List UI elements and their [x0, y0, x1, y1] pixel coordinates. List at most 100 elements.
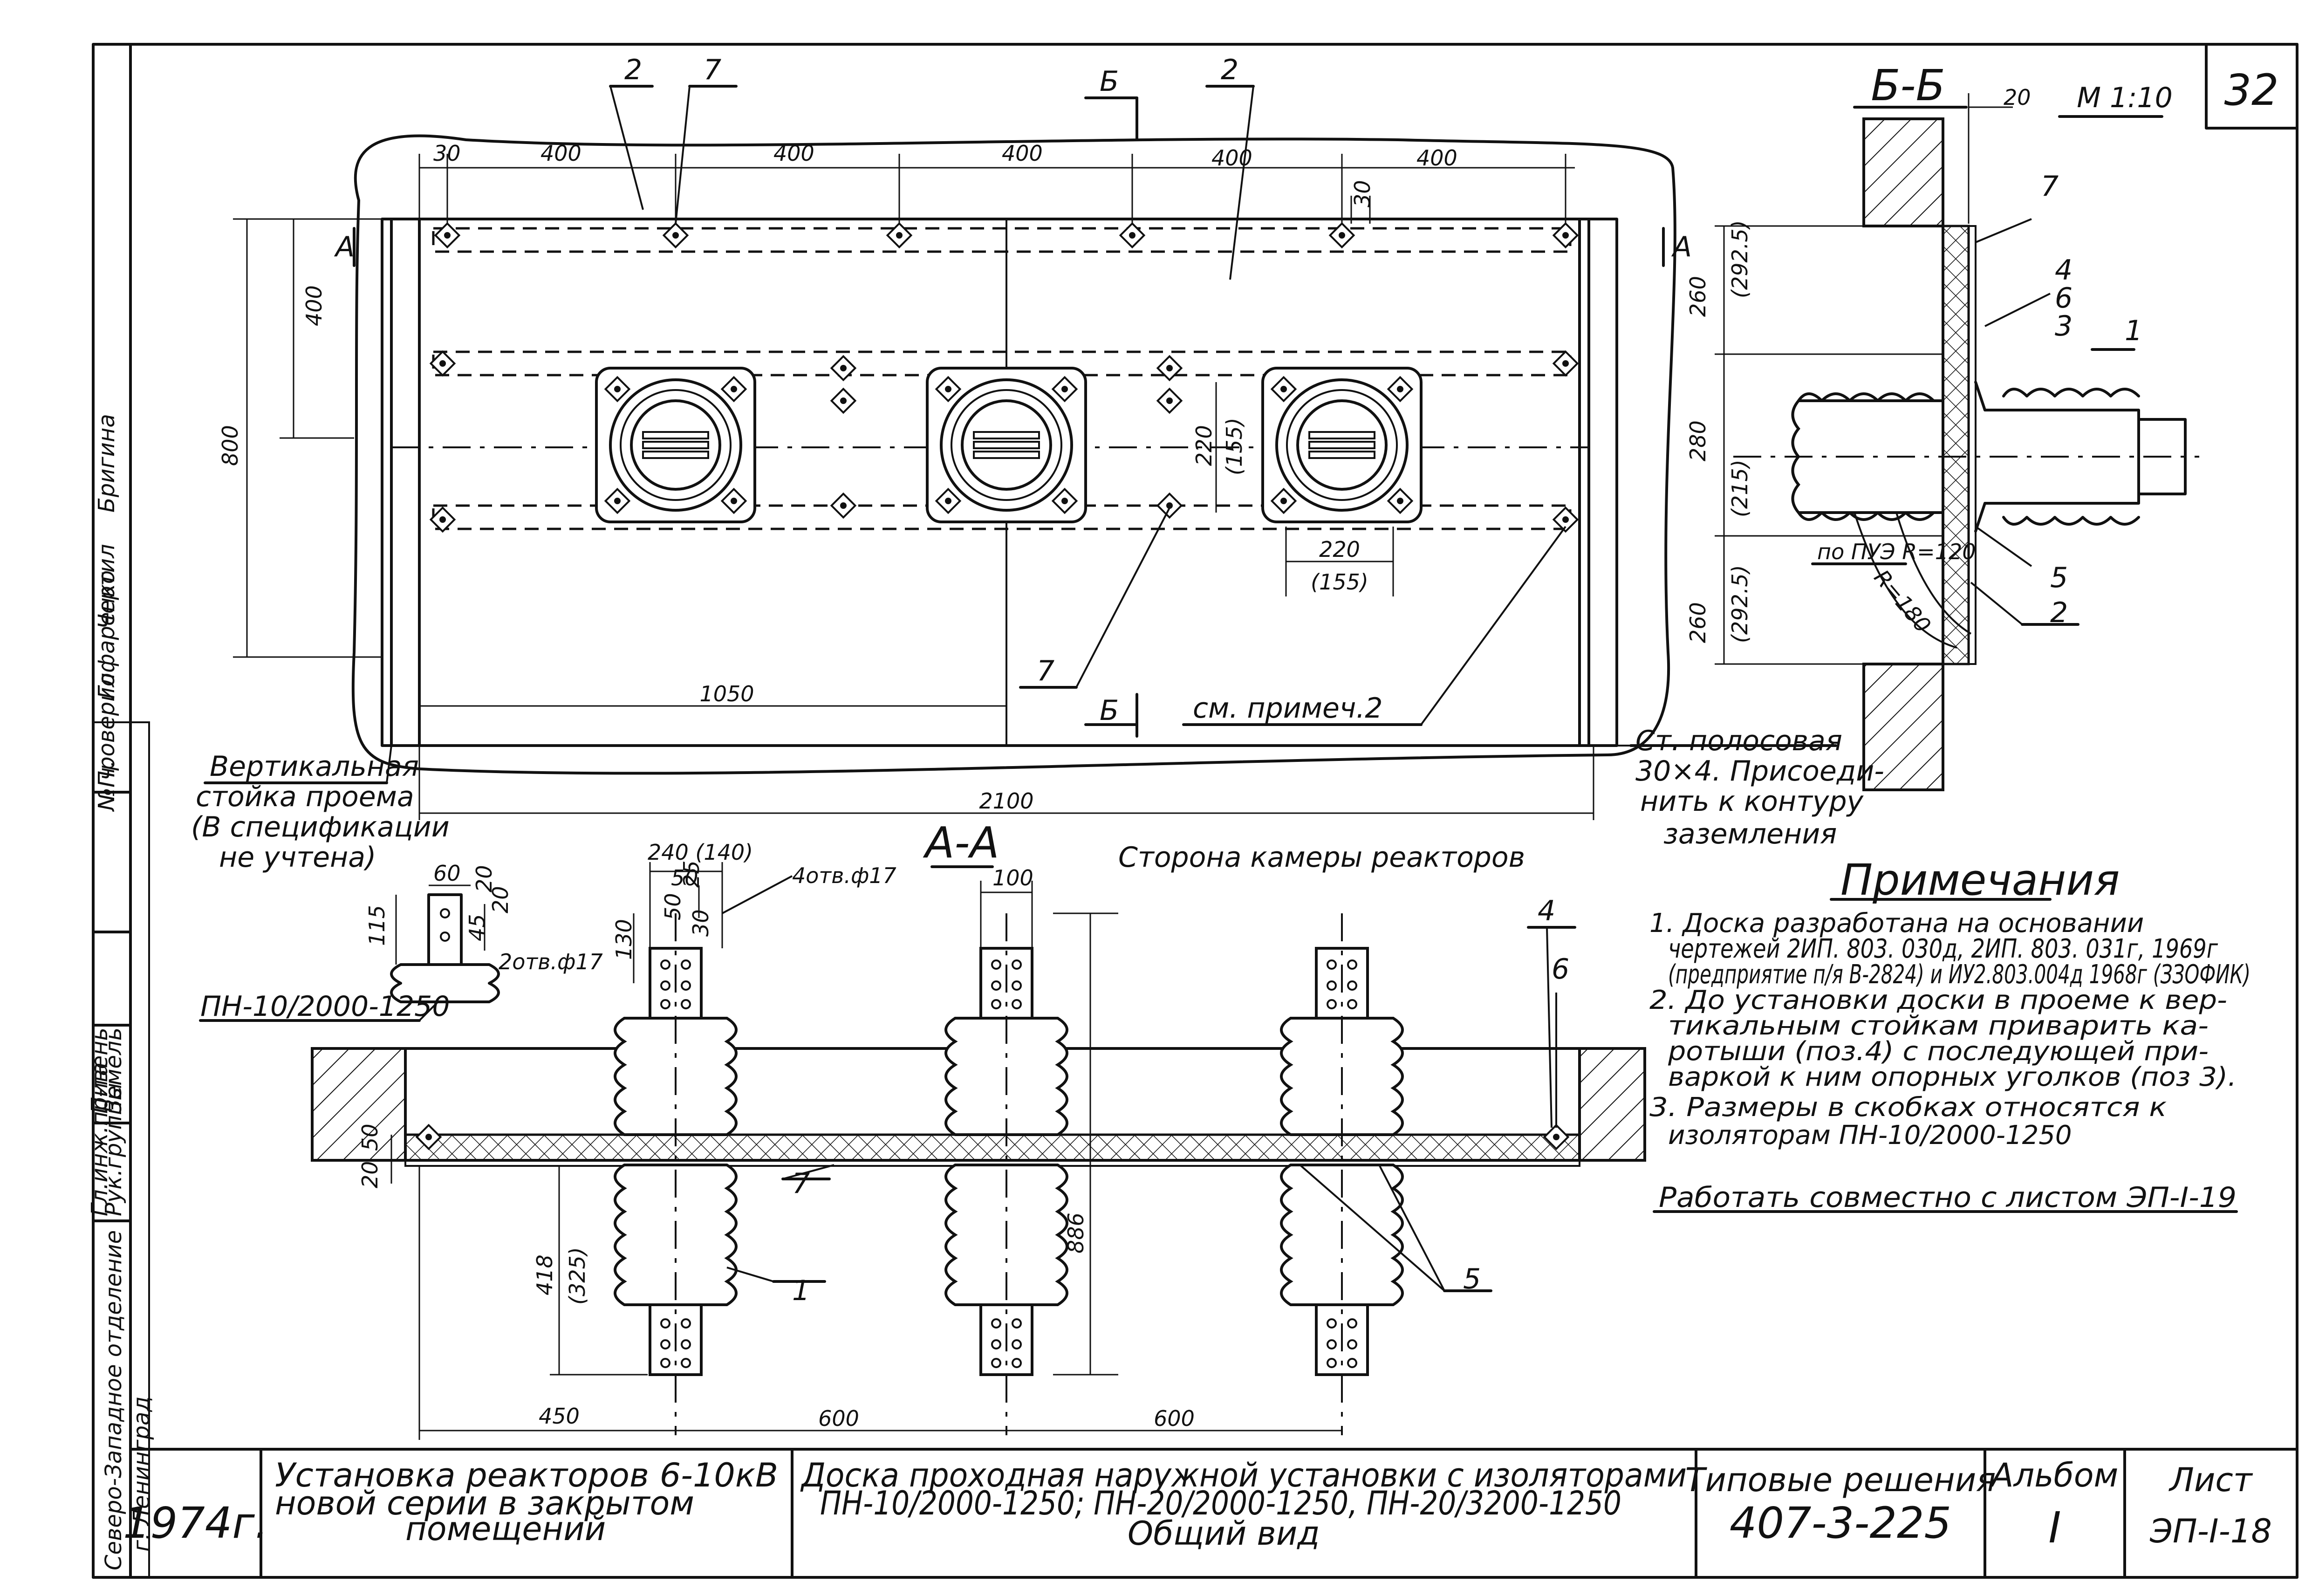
note-line-6: ротыши (поз.4) с последующей при-	[1668, 1036, 2209, 1067]
plan-dim-1050: 1050	[699, 681, 754, 706]
plan-dim-30-left: 30	[433, 141, 461, 166]
bb-callout-1: 1	[2125, 315, 2142, 347]
aa-callout-7: 7	[792, 1167, 810, 1200]
plan-label-left-4: не учтена)	[219, 841, 376, 874]
plan-callout-2-right: 2	[1221, 54, 1238, 86]
section-aa-title: А-А	[923, 818, 999, 868]
notes-title: Примечания	[1840, 855, 2120, 905]
aa-dim-886: 886	[1063, 1212, 1088, 1254]
plan-callout-2-left: 2	[624, 54, 642, 86]
side-role-3: № ч.	[94, 760, 120, 812]
side-role-2: Гл.инж.пр-та	[87, 1062, 113, 1216]
bb-dim-215: (215)	[1727, 459, 1752, 517]
flange-2	[927, 368, 1086, 522]
bb-dim-260-bot: 260	[1685, 602, 1710, 643]
aa-callout-6: 6	[1552, 953, 1569, 986]
plan-dim-400-left: 400	[301, 285, 327, 326]
sheet-corner-number: 32	[2224, 65, 2278, 115]
aa-dim-600-a: 600	[818, 1406, 859, 1431]
tb-project-3: помещений	[405, 1510, 606, 1548]
bb-dim-20: 20	[2004, 85, 2031, 110]
plan-callout-7-top: 7	[704, 54, 721, 86]
plan-dim-400-3: 400	[1002, 141, 1043, 166]
tb-project-1: Установка реакторов 6-10кВ	[275, 1456, 778, 1494]
detail-dim-20-a: 20	[472, 865, 497, 892]
title-block	[129, 1448, 2298, 1579]
tb-album-number: I	[2048, 1503, 2061, 1553]
aa-callout-1: 1	[792, 1274, 810, 1307]
plan-dim-800: 800	[218, 425, 243, 466]
plan-section-b-bottom: Б	[1100, 694, 1119, 727]
bb-dim-2925-top: (292.5)	[1727, 220, 1752, 298]
side-role-1: Рук.группы	[101, 1083, 127, 1216]
note-line-1: 1. Доска разработана на основании	[1649, 908, 2144, 938]
plan-dim-400-2: 400	[773, 141, 814, 166]
tb-drawing-1: Доска проходная наружной установки с изо…	[800, 1456, 1687, 1494]
aa-callout-5: 5	[1463, 1263, 1481, 1295]
side-org-1: Северо-Западное отделение	[101, 1230, 127, 1570]
plan-dim-400-1: 400	[540, 141, 581, 166]
plan-dim-30-right: 30	[1350, 180, 1375, 207]
aa-dim-30: 30	[688, 909, 713, 937]
detail-holes-2: 2отв.ф17	[499, 949, 603, 974]
plan-label-left-1: Вертикальная	[210, 750, 419, 783]
aa-dim-20-left: 20	[357, 1161, 383, 1188]
bb-callout-4: 4	[2055, 254, 2073, 287]
plan-section-a-right: А	[1671, 231, 1692, 263]
side-org-2: г. Ленинград	[129, 1396, 155, 1552]
note-line-4: 2. До установки доски в проеме к вер-	[1649, 985, 2227, 1015]
section-bb-title: Б-Б	[1871, 61, 1945, 110]
aa-dim-50-left: 50	[357, 1123, 383, 1151]
aa-dim-325: (325)	[565, 1247, 590, 1305]
detail-dim-60: 60	[433, 861, 461, 886]
tb-sheet-number: ЭП-I-18	[2149, 1512, 2272, 1550]
scale-label: М 1:10	[2077, 82, 2173, 114]
aa-holes-4: 4отв.ф17	[792, 863, 896, 888]
section-bb	[1715, 93, 2199, 791]
detail-insulator-label: ПН-10/2000-1250	[200, 990, 450, 1023]
plan-label-right-3: нить к контуру	[1640, 785, 1864, 818]
tb-drawing-2: ПН-10/2000-1250; ПН-20/2000-1250, ПН-20/…	[820, 1484, 1621, 1522]
plan-label-right-1: Ст. полосовая	[1635, 725, 1842, 757]
plan-note-ref: см. примеч.2	[1193, 692, 1383, 725]
detail-dim-115: 115	[364, 905, 390, 946]
plan-dim-400-4: 400	[1211, 145, 1252, 171]
bb-radius-180: R=180	[1869, 565, 1936, 637]
note-line-3: (предприятие п/я В-2824) и ИУ2.803.004д …	[1668, 959, 2250, 990]
bb-callout-3: 3	[2055, 310, 2073, 342]
plan-label-left-3: (В спецификации	[191, 811, 450, 843]
note-line-8: 3. Размеры в скобках относятся к	[1649, 1092, 2167, 1123]
bb-callout-2: 2	[2050, 596, 2068, 629]
side-name-1: Земель	[101, 1027, 127, 1114]
aa-dim-100: 100	[992, 865, 1033, 890]
plan-callout-7-bottom: 7	[1037, 655, 1054, 687]
bb-callout-5: 5	[2050, 562, 2068, 594]
plan-section-b-top: Б	[1100, 65, 1119, 98]
bb-radius-pue: по ПУЭ R=120	[1817, 539, 1976, 564]
plan-dim-220-h: 220	[1319, 537, 1360, 562]
aa-dim-50-top: 50	[671, 865, 698, 890]
side-name-2: Пивень	[87, 1027, 113, 1114]
detail-dim-45: 45	[465, 914, 490, 941]
plan-section-a-left: А	[334, 231, 355, 263]
aa-dim-240: 240 (140)	[648, 840, 753, 865]
side-name-3: Гофаренко	[94, 570, 120, 699]
joint-work-note: Работать совместно с листом ЭП-I-19	[1659, 1181, 2237, 1214]
bb-dim-280: 280	[1685, 420, 1710, 461]
aa-dim-50-side: 50	[660, 893, 685, 920]
aa-dim-418: 418	[532, 1254, 557, 1295]
note-line-5: тикальным стойкам приварить ка-	[1668, 1011, 2209, 1041]
aa-dim-25: 25	[679, 860, 704, 888]
detail-dim-20-b: 20	[488, 886, 513, 913]
side-role-4: Проверил	[94, 673, 120, 788]
bb-dim-2925-bot: (292.5)	[1727, 565, 1752, 643]
side-name-4: Бригина	[94, 414, 120, 513]
tb-sheet-label: Лист	[2168, 1461, 2253, 1499]
plan-dim-155-v: (155)	[1222, 418, 1247, 475]
plan-label-right-2: 30×4. Присоеди-	[1635, 755, 1884, 788]
plan-dim-2100: 2100	[979, 788, 1033, 814]
section-aa	[199, 862, 1646, 1440]
tb-series-number: 407-3-225	[1730, 1498, 1951, 1548]
plan-label-right-4: заземления	[1663, 818, 1837, 850]
